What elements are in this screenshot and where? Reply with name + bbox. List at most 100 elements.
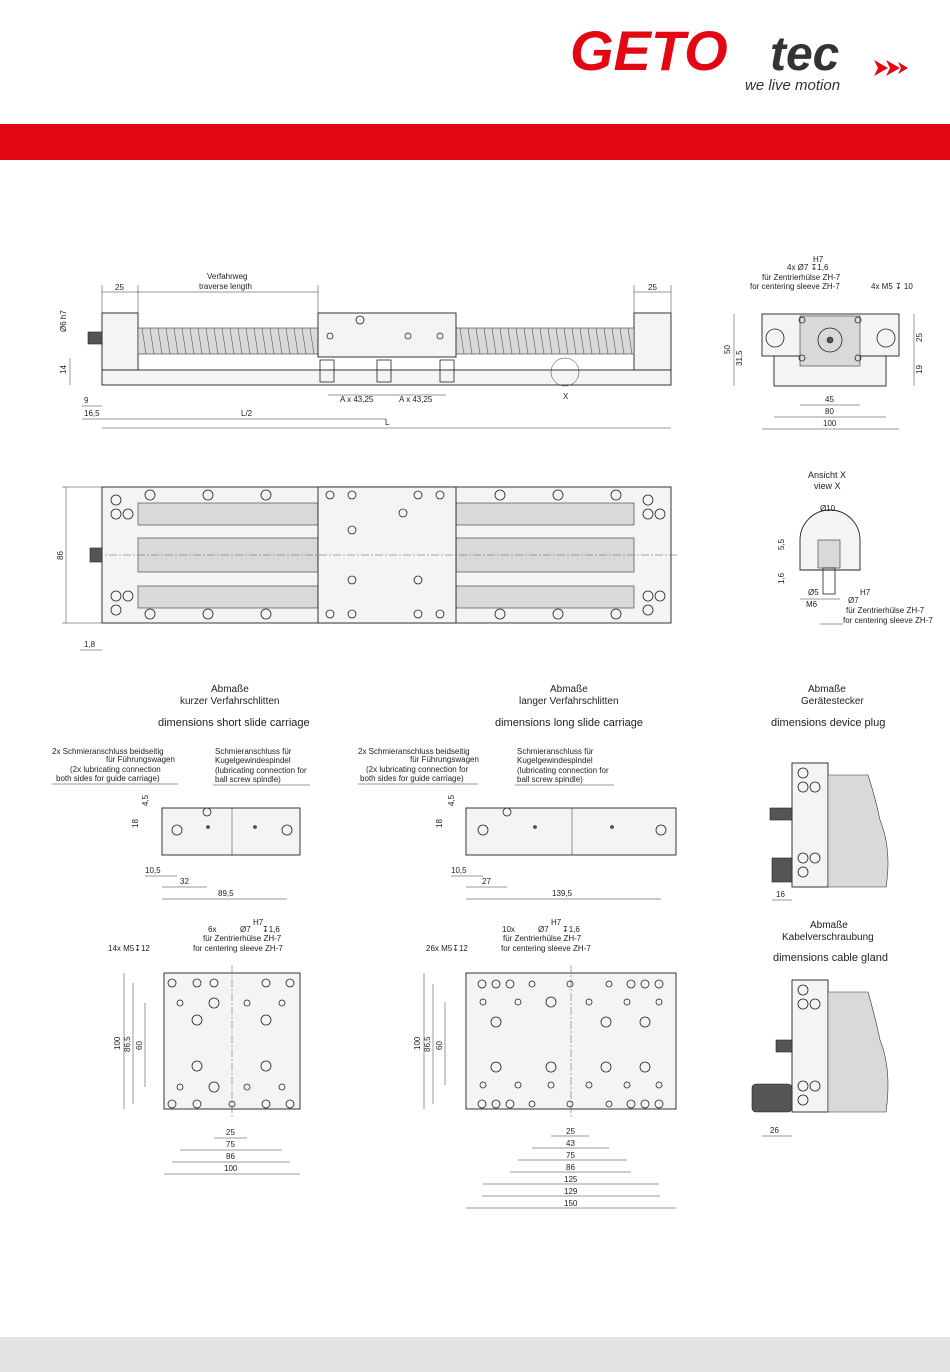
short-spindle3: (lubricating connection for xyxy=(215,766,307,775)
top-d86: 86 xyxy=(56,551,65,560)
short-depth: ↧1,6 xyxy=(262,925,280,934)
dim-25-left: 25 xyxy=(115,283,124,292)
dim-travel-en: traverse length xyxy=(199,282,252,291)
logo-arrow-icon xyxy=(874,60,908,76)
spindle-thread xyxy=(141,327,633,355)
dim-a1: A x 43,25 xyxy=(340,395,374,404)
long-sleeve-de: für Zentrierhülse ZH-7 xyxy=(503,934,582,943)
view-x-title-en: view X xyxy=(814,481,841,491)
plug-end-block xyxy=(791,762,829,888)
screw-heads xyxy=(319,359,455,383)
short-spindle4: ball screw spindle) xyxy=(215,775,281,784)
short-d86: 86 xyxy=(226,1152,235,1161)
short-lube4: both sides for guide carriage) xyxy=(56,774,160,783)
logo-brand-tec: tec xyxy=(770,28,839,81)
plug-connector xyxy=(769,807,793,821)
end-holes: 4x Ø7 ↧1,6 xyxy=(787,263,829,272)
getotec-logo: GETO tec we live motion xyxy=(570,22,908,94)
dim-16-5: 16,5 xyxy=(84,409,100,418)
long-title-de2: langer Verfahrschlitten xyxy=(519,696,619,707)
long-sleeve-en: for centering sleeve ZH-7 xyxy=(501,944,591,953)
short-d10-5: 10,5 xyxy=(145,866,161,875)
gland-title-de: Abmaße xyxy=(810,920,848,931)
gland-connector xyxy=(775,1039,793,1053)
long-lube4: both sides for guide carriage) xyxy=(360,774,464,783)
end-d100: 100 xyxy=(823,419,837,428)
dim-l: L xyxy=(385,418,390,427)
short-lube3: (2x lubricating connection xyxy=(70,765,161,774)
view-x-d10: Ø10 xyxy=(820,504,836,513)
side-view: 25 25 Verfahrweg traverse length Ø6 h7 1… xyxy=(59,272,672,429)
end-d80: 80 xyxy=(825,407,834,416)
long-d100v: 100 xyxy=(413,1036,422,1050)
long-spindle1: Schmieranschluss für xyxy=(517,747,594,756)
end-d45: 45 xyxy=(825,395,834,404)
short-d100v: 100 xyxy=(113,1036,122,1050)
view-x-d1-6: 1,6 xyxy=(777,572,786,584)
short-side-body xyxy=(161,807,301,856)
long-side-body xyxy=(465,807,677,856)
dim-travel-de: Verfahrweg xyxy=(207,272,247,281)
motor-plug-side xyxy=(87,331,103,345)
gland-title-de2: Kabelverschraubung xyxy=(782,932,874,943)
plug-title-en: dimensions device plug xyxy=(771,717,885,729)
view-x-h7: H7 xyxy=(860,588,871,597)
short-top-holes xyxy=(167,978,295,1109)
end-d50: 50 xyxy=(723,345,732,354)
short-lube2: für Führungswagen xyxy=(106,755,175,764)
short-title-de1: Abmaße xyxy=(211,684,249,695)
short-hole-d7: Ø7 xyxy=(240,925,251,934)
short-carriage-side: 2x Schmieranschluss beidseitig für Führu… xyxy=(52,747,310,900)
technical-drawing: 25 25 Verfahrweg traverse length Ø6 h7 1… xyxy=(52,255,933,1209)
short-title-de2: kurzer Verfahrschlitten xyxy=(180,696,280,707)
view-x-sleeve-en: for centering sleeve ZH-7 xyxy=(843,616,933,625)
section-titles: Abmaße kurzer Verfahrschlitten dimension… xyxy=(158,684,888,964)
long-top-holes xyxy=(477,979,664,1109)
long-d129: 129 xyxy=(564,1187,578,1196)
short-d32: 32 xyxy=(180,877,189,886)
plug-d16: 16 xyxy=(776,890,785,899)
view-x-d5-5: 5,5 xyxy=(777,538,786,550)
long-m5: 26x M5↧12 xyxy=(426,944,468,953)
long-lube3: (2x lubricating connection for xyxy=(366,765,469,774)
short-carriage-top: 6x H7 Ø7 ↧1,6 für Zentrierhülse ZH-7 for… xyxy=(108,918,301,1175)
end-d19: 19 xyxy=(915,365,924,374)
view-x-m6: M6 xyxy=(806,600,818,609)
top-d1-8: 1,8 xyxy=(84,640,96,649)
long-title-en: dimensions long slide carriage xyxy=(495,717,643,729)
detail-x-circle xyxy=(550,357,580,387)
long-title-de1: Abmaße xyxy=(550,684,588,695)
end-view: H7 4x Ø7 ↧1,6 für Zentrierhülse ZH-7 for… xyxy=(723,255,924,430)
end-block-left xyxy=(101,312,139,371)
dim-l2: L/2 xyxy=(241,409,253,418)
long-spindle2: Kugelgewindespindel xyxy=(517,756,593,765)
cable-gland-view: 26 xyxy=(751,979,889,1137)
short-spindle2: Kugelgewindespindel xyxy=(215,756,291,765)
device-plug-view: 16 xyxy=(769,762,889,901)
view-x-title-de: Ansicht X xyxy=(808,470,846,480)
header-bar xyxy=(0,124,950,160)
end-d31-5: 31,5 xyxy=(735,350,744,366)
short-d86-5: 86,5 xyxy=(123,1036,132,1052)
view-x-d5: Ø5 xyxy=(808,588,819,597)
short-d89-5: 89,5 xyxy=(218,889,234,898)
long-d4-5: 4,5 xyxy=(447,794,456,806)
end-sleeve-en: for centering sleeve ZH-7 xyxy=(750,282,840,291)
short-h7: H7 xyxy=(253,918,264,927)
base-profile xyxy=(101,369,672,386)
end-m5: 4x M5 ↧ 10 xyxy=(871,282,913,291)
long-d25: 25 xyxy=(566,1127,575,1136)
end-d25: 25 xyxy=(915,333,924,342)
plug-title-de2: Gerätestecker xyxy=(801,696,864,707)
label-x: X xyxy=(563,392,569,401)
slide-carriage-side xyxy=(317,312,457,358)
long-spindle3: (lubricating connection for xyxy=(517,766,609,775)
dim-14: 14 xyxy=(59,365,68,374)
short-d4-5: 4,5 xyxy=(141,794,150,806)
long-lube1: 2x Schmieranschluss beidseitig xyxy=(358,747,470,756)
short-spindle1: Schmieranschluss für xyxy=(215,747,292,756)
long-d43: 43 xyxy=(566,1139,575,1148)
logo-brand-geto: GETO xyxy=(570,22,728,82)
long-d10-5: 10,5 xyxy=(451,866,467,875)
short-lube1: 2x Schmieranschluss beidseitig xyxy=(52,747,164,756)
